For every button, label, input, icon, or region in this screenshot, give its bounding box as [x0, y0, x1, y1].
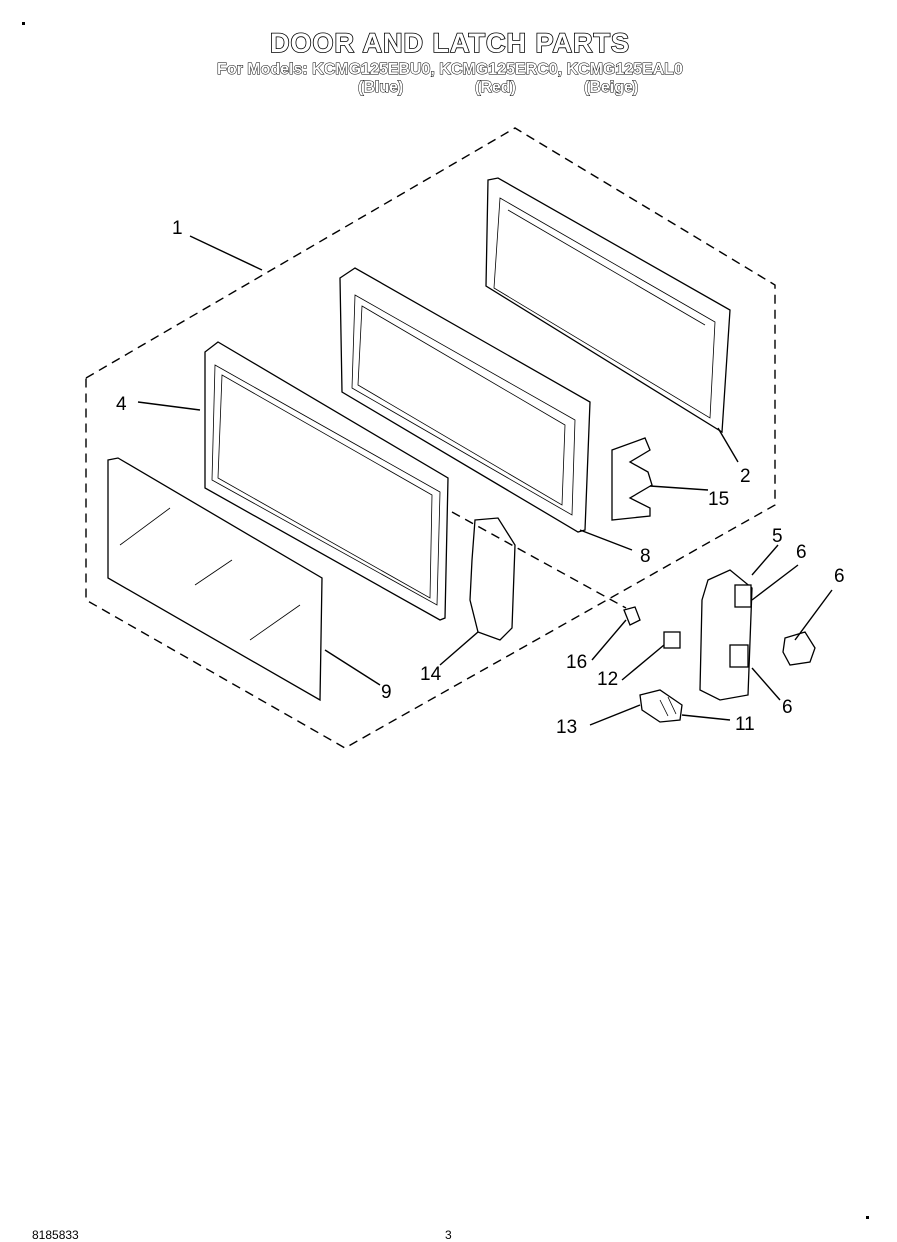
leader-lines [137, 235, 833, 726]
part-latch-lever [469, 517, 516, 641]
assembly-boundary [85, 127, 776, 749]
corner-mark-bottom [866, 1216, 869, 1219]
part-hinge [611, 437, 653, 521]
callout-6-lower: 6 [782, 697, 793, 718]
part-actuator [663, 631, 681, 649]
part-choke-cover [485, 177, 731, 434]
part-spring-plunger [639, 689, 683, 723]
callout-1: 1 [172, 218, 183, 239]
page-number: 3 [445, 1228, 452, 1242]
callout-14: 14 [420, 664, 442, 685]
callout-2: 2 [740, 466, 751, 487]
callout-9: 9 [381, 682, 392, 703]
callout-13: 13 [556, 717, 577, 738]
color-red: (Red) [475, 79, 517, 97]
callout-11: 11 [735, 714, 755, 735]
color-blue: (Blue) [357, 79, 404, 97]
callout-6-upper: 6 [796, 542, 807, 563]
part-glass [107, 457, 323, 702]
part-screw [623, 606, 641, 626]
part-latch-bracket [699, 569, 753, 701]
color-beige: (Beige) [583, 79, 639, 97]
callout-8: 8 [640, 546, 651, 567]
part-inner-door [339, 267, 591, 533]
callout-15: 15 [708, 489, 729, 510]
callout-6-right: 6 [834, 566, 845, 587]
callout-4: 4 [116, 394, 127, 415]
callout-16: 16 [566, 652, 587, 673]
document-number: 8185833 [32, 1228, 79, 1242]
callout-5: 5 [772, 526, 783, 547]
alignment-line [451, 511, 627, 609]
models-line: For Models: KCMG125EBU0, KCMG125ERC0, KC… [217, 61, 684, 79]
part-door-frame [204, 341, 449, 621]
page-title: DOOR AND LATCH PARTS [269, 27, 630, 59]
corner-mark-top [22, 22, 25, 25]
part-interlock-switch [782, 631, 816, 666]
callout-12: 12 [597, 669, 618, 690]
